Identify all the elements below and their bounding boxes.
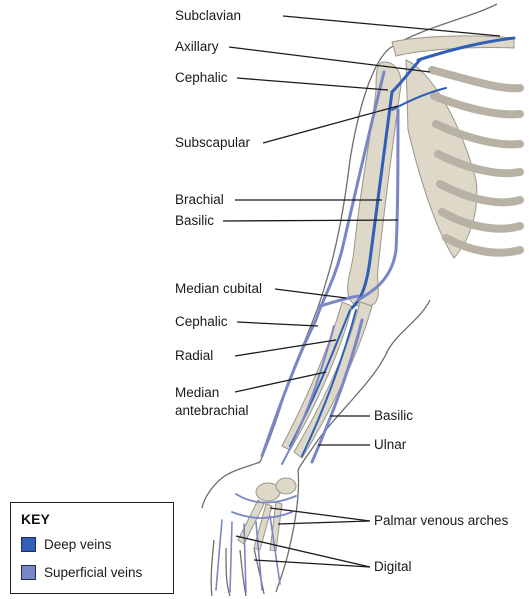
label-radial: Radial (175, 348, 214, 363)
label-cephalic-upper: Cephalic (175, 70, 228, 85)
key-deep-veins: Deep veins (21, 537, 112, 552)
basilic-vein-lower (310, 318, 364, 464)
label-median-antebrachial-line1: Median (175, 385, 220, 400)
subscapular-vein (391, 87, 447, 111)
label-subclavian: Subclavian (175, 8, 242, 23)
key-title: KEY (21, 511, 50, 527)
key-superficial-label: Superficial veins (44, 565, 143, 580)
key-deep-label: Deep veins (44, 537, 112, 552)
deep-vein-swatch (21, 537, 36, 552)
axillary-vein (390, 58, 422, 94)
skeleton (237, 35, 524, 552)
clavicle (391, 35, 515, 57)
median-cubital-vein (318, 294, 360, 308)
digital-veins (215, 515, 281, 593)
cephalic-vein-lower (260, 318, 318, 458)
label-subscapular: Subscapular (175, 135, 251, 150)
palmar-arches (231, 493, 297, 519)
arm-outline (201, 3, 498, 597)
brachial-vein (350, 90, 394, 310)
leader-lines (222, 15, 501, 568)
subclavian-vein (416, 36, 516, 62)
label-ulnar: Ulnar (374, 437, 407, 452)
label-brachial: Brachial (175, 192, 224, 207)
label-palmar-venous-arches: Palmar venous arches (374, 513, 509, 528)
humerus (347, 61, 402, 308)
cephalic-vein-upper (314, 70, 386, 322)
ulnar-vein (301, 309, 357, 457)
key-superficial-veins: Superficial veins (21, 565, 142, 580)
key-legend: KEY Deep veins Superficial veins (10, 502, 174, 594)
label-basilic-upper: Basilic (175, 213, 215, 228)
superficial-vein-swatch (21, 565, 36, 580)
basilic-vein-upper (356, 108, 400, 302)
ribs (428, 66, 524, 257)
label-basilic-lower: Basilic (374, 408, 414, 423)
label-median-antebrachial-line2: antebrachial (175, 403, 249, 418)
label-cephalic-lower: Cephalic (175, 314, 228, 329)
label-digital: Digital (374, 559, 412, 574)
label-median-cubital: Median cubital (175, 281, 263, 296)
label-axillary: Axillary (175, 39, 219, 54)
